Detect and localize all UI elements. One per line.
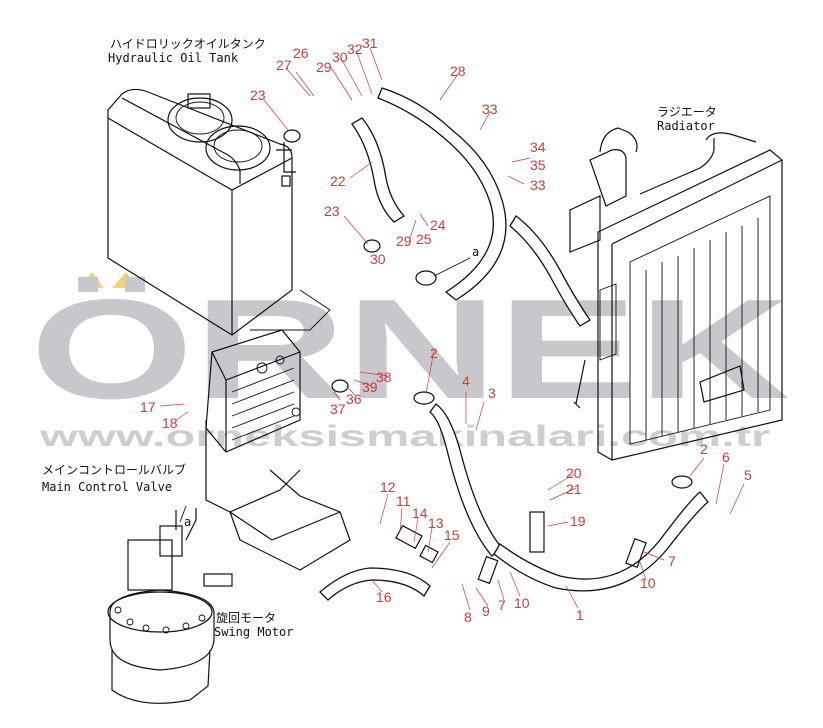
callout-19: 19: [570, 513, 586, 529]
connector-a-leaders: [179, 257, 471, 523]
radiator: [569, 127, 783, 461]
callout-leaders: [159, 47, 745, 611]
callout-32: 32: [347, 41, 363, 57]
callout-21: 21: [566, 481, 582, 497]
callout-25: 25: [416, 231, 432, 247]
callout-7-right: 7: [668, 553, 676, 569]
radiator-label-en: Radiator: [657, 119, 715, 133]
callout-9: 9: [482, 603, 490, 619]
callout-8: 8: [464, 609, 472, 625]
callout-23-top: 23: [250, 87, 266, 103]
callout-39: 39: [362, 379, 378, 395]
callout-26: 26: [293, 45, 309, 61]
fitting-30: [415, 270, 437, 286]
swing-motor: [107, 508, 233, 704]
control-valve-label-en: Main Control Valve: [42, 480, 172, 494]
callout-12: 12: [380, 479, 396, 495]
callout-13: 13: [428, 515, 444, 531]
callout-10-left: 10: [514, 595, 530, 611]
oring-2-left: [413, 391, 435, 405]
callout-14: 14: [412, 505, 428, 521]
callout-18: 18: [162, 415, 178, 431]
callouts: 26 27 29 30 32 31 28 23 33 34 35 33 22 2…: [140, 35, 752, 625]
callout-20: 20: [566, 465, 582, 481]
callout-16: 16: [376, 589, 392, 605]
fitting-13: [419, 544, 439, 564]
callout-29-mid: 29: [396, 233, 412, 249]
callout-3: 3: [488, 385, 496, 401]
callout-28: 28: [450, 63, 466, 79]
callout-38: 38: [376, 369, 392, 385]
fitting-11: [395, 524, 423, 550]
hose-28: [377, 87, 507, 301]
watermark-url: www.orneksismakinalari.com.tr: [38, 420, 770, 453]
clamp-7-right: [625, 537, 647, 569]
callout-5: 5: [744, 467, 752, 483]
oring-2-right: [671, 475, 693, 489]
callout-31: 31: [362, 35, 378, 51]
bracket-19: [529, 511, 545, 553]
callout-36: 36: [346, 391, 362, 407]
callout-35: 35: [530, 157, 546, 173]
watermark-brand: ÖRNEK: [30, 270, 790, 429]
callout-2-right: 2: [700, 441, 708, 457]
swing-motor-label-jp: 旋回モータ: [216, 611, 276, 625]
callout-33-mid: 33: [530, 177, 546, 193]
callout-7-left: 7: [498, 597, 506, 613]
callout-33-top: 33: [482, 101, 498, 117]
callout-37: 37: [330, 401, 346, 417]
callout-34: 34: [530, 139, 546, 155]
radiator-label-jp: ラジエータ: [657, 105, 717, 119]
callout-23-mid: 23: [324, 203, 340, 219]
oring-37: [331, 379, 349, 393]
hose-22: [351, 117, 406, 223]
callout-11: 11: [396, 493, 411, 509]
hydraulic-tank-label-jp: ハイドロリックオイルタンク: [110, 37, 266, 51]
main-control-valve: [205, 329, 351, 571]
callout-30-top: 30: [332, 49, 348, 65]
callout-24: 24: [430, 217, 446, 233]
oring-23-top: [283, 129, 301, 143]
watermark-accent-left: [78, 272, 104, 288]
callout-10-right: 10: [640, 575, 656, 591]
callout-6: 6: [722, 449, 730, 465]
callout-17: 17: [140, 399, 156, 415]
clamp-7-left: [477, 555, 499, 585]
control-valve-label-jp: メインコントロールバルブ: [42, 462, 186, 477]
callout-1: 1: [576, 607, 584, 623]
connector-a-bottom: a: [184, 515, 191, 529]
callout-29-top: 29: [316, 59, 332, 75]
component-labels: ハイドロリックオイルタンク Hydraulic Oil Tank ラジエータ R…: [42, 37, 717, 639]
hose-16: [319, 567, 431, 601]
connector-a-top: a: [472, 245, 479, 259]
callout-27: 27: [276, 57, 292, 73]
hose-lower: [429, 403, 503, 557]
pipe-1: [493, 491, 709, 592]
swing-motor-label-en: Swing Motor: [214, 625, 293, 639]
watermark: ÖRNEK www.orneksismakinalari.com.tr: [30, 270, 790, 453]
callout-30-mid: 30: [370, 251, 386, 267]
hoses: [283, 87, 709, 601]
callout-22: 22: [330, 173, 346, 189]
pipe-upper-radiator: [509, 215, 591, 327]
oring-23-mid: [363, 239, 381, 253]
hydraulic-tank-label-en: Hydraulic Oil Tank: [108, 51, 239, 65]
callout-15: 15: [444, 527, 460, 543]
watermark-accent-right: [112, 272, 138, 288]
callout-2-left: 2: [430, 345, 438, 361]
callout-4: 4: [462, 373, 470, 389]
